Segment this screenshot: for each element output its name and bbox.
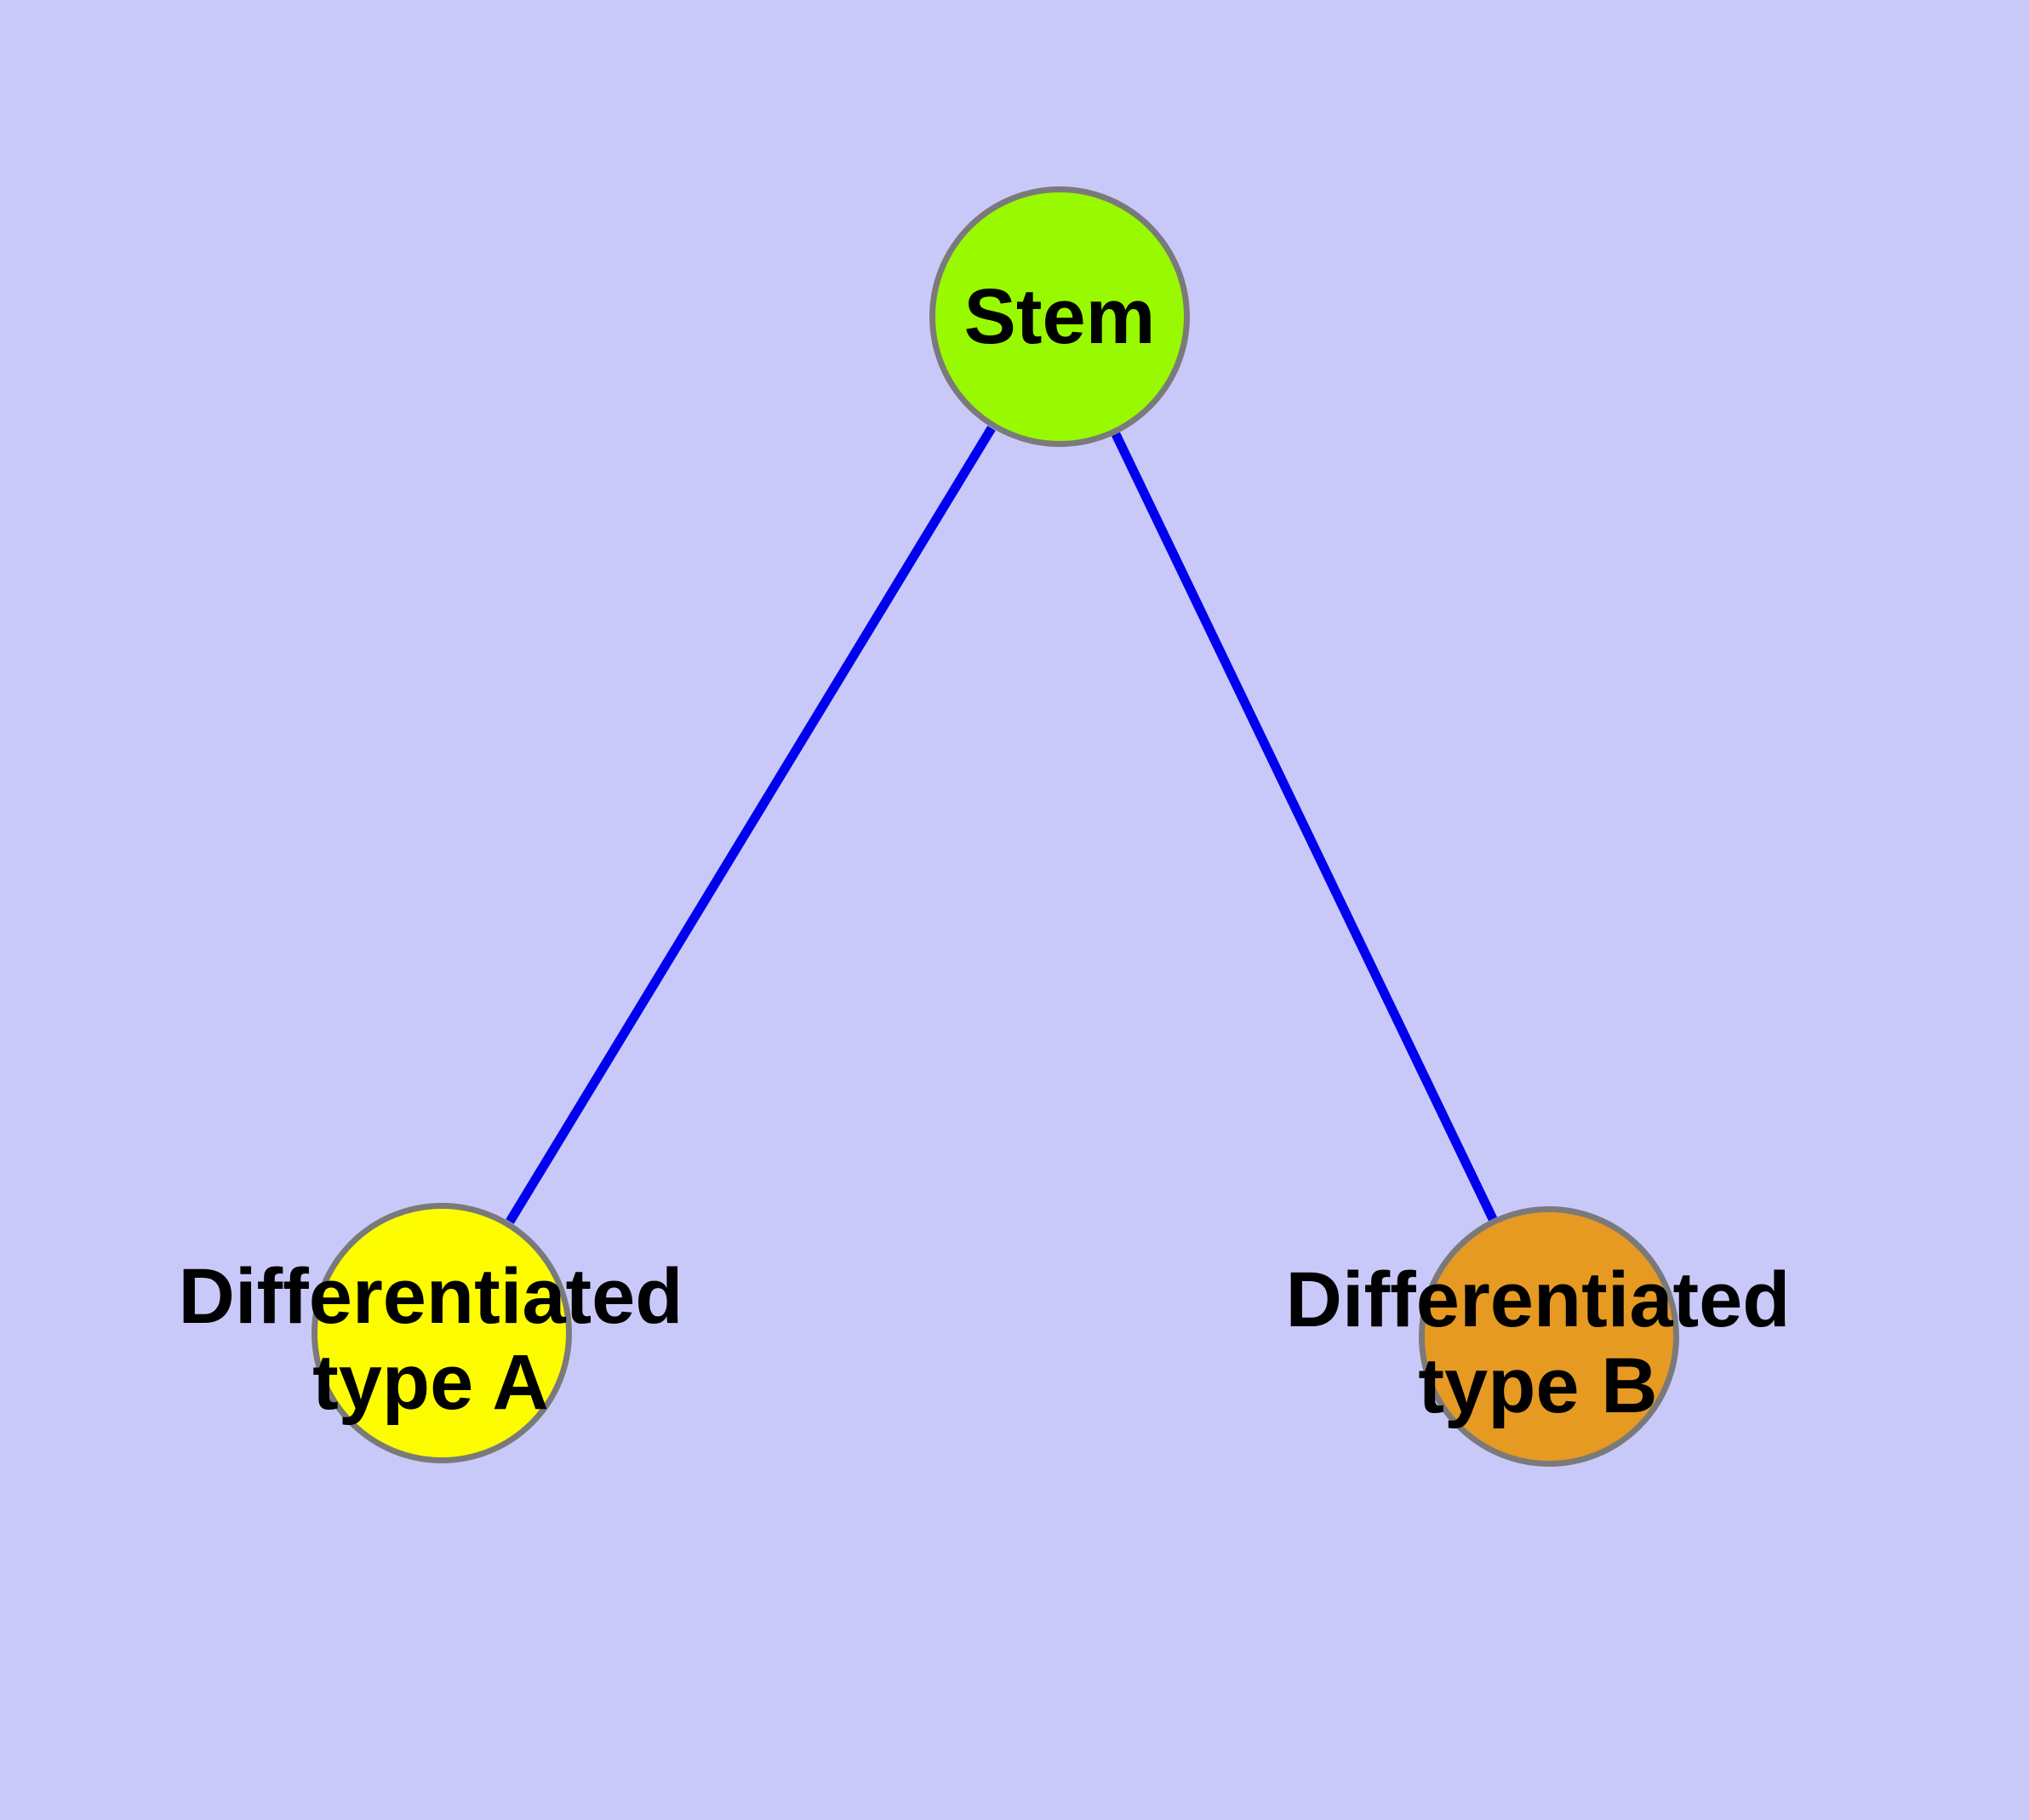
- edge-stem-to-type-a: [506, 426, 996, 1224]
- node-differentiated-type-b-label: Differentiated type B: [1286, 1257, 1791, 1429]
- node-differentiated-type-b[interactable]: Differentiated type B: [1286, 1206, 1790, 1467]
- node-type-b-label-line2: type B: [1418, 1342, 1658, 1429]
- node-type-a-label-line2: type A: [312, 1339, 549, 1426]
- node-stem[interactable]: Stem: [929, 186, 1190, 447]
- node-differentiated-type-a[interactable]: Differentiated type A: [179, 1203, 683, 1463]
- node-stem-label: Stem: [963, 272, 1156, 360]
- node-type-a-label-line1: Differentiated: [178, 1253, 683, 1340]
- node-type-b-label-line1: Differentiated: [1285, 1256, 1791, 1343]
- edge-stem-to-type-b: [1112, 432, 1497, 1222]
- node-differentiated-type-a-label: Differentiated type A: [179, 1254, 683, 1426]
